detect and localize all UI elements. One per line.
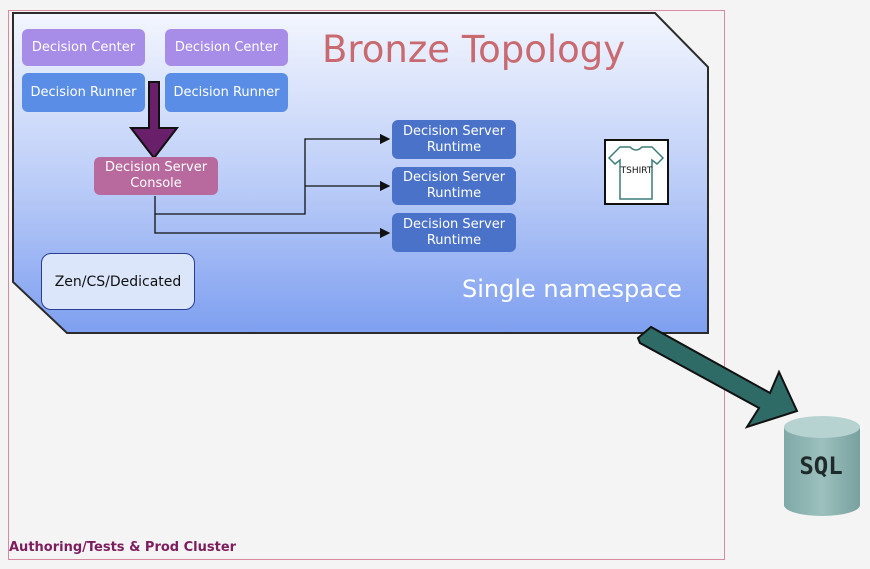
runtime-label-line2: Runtime — [426, 232, 482, 248]
decision-server-runtime-box-1: Decision Server Runtime — [392, 120, 516, 159]
decision-center-label: Decision Center — [174, 39, 279, 55]
cluster-label: Authoring/Tests & Prod Cluster — [9, 540, 237, 555]
tshirt-icon: TSHIRT — [604, 139, 669, 205]
console-label-line2: Console — [130, 176, 182, 191]
console-label-line1: Decision Server — [104, 160, 208, 175]
decision-center-box-1: Decision Center — [22, 29, 145, 66]
cluster-frame — [8, 10, 725, 560]
decision-runner-box-2: Decision Runner — [165, 73, 288, 112]
runtime-label-line1: Decision Server — [402, 216, 506, 232]
namespace-label: Single namespace — [462, 275, 682, 303]
decision-center-label: Decision Center — [31, 39, 136, 55]
tshirt-label: TSHIRT — [620, 166, 653, 176]
zen-cs-dedicated-box: Zen/CS/Dedicated — [41, 253, 195, 310]
decision-server-runtime-box-3: Decision Server Runtime — [392, 213, 516, 252]
diagram-title: Bronze Topology — [322, 28, 626, 71]
runtime-label-line1: Decision Server — [402, 123, 506, 139]
sql-database-icon — [784, 416, 860, 516]
down-arrow — [128, 81, 180, 160]
decision-server-console-box: Decision Server Console — [94, 157, 218, 195]
runtime-label-line1: Decision Server — [402, 170, 506, 185]
connector-console-runtime-3 — [154, 214, 391, 239]
storage-arrow — [636, 325, 799, 429]
zen-label: Zen/CS/Dedicated — [54, 273, 182, 290]
decision-runner-label: Decision Runner — [30, 84, 137, 100]
runtime-label-line2: Runtime — [426, 186, 482, 201]
decision-center-box-2: Decision Center — [165, 29, 288, 66]
decision-runner-label: Decision Runner — [173, 84, 280, 100]
sql-label: SQL — [799, 452, 843, 480]
decision-runner-box-1: Decision Runner — [22, 73, 145, 112]
tshirt-glyph — [607, 146, 665, 200]
decision-server-runtime-box-2: Decision Server Runtime — [392, 167, 516, 205]
runtime-label-line2: Runtime — [426, 139, 482, 155]
connector-console-runtime-1 — [154, 133, 391, 215]
